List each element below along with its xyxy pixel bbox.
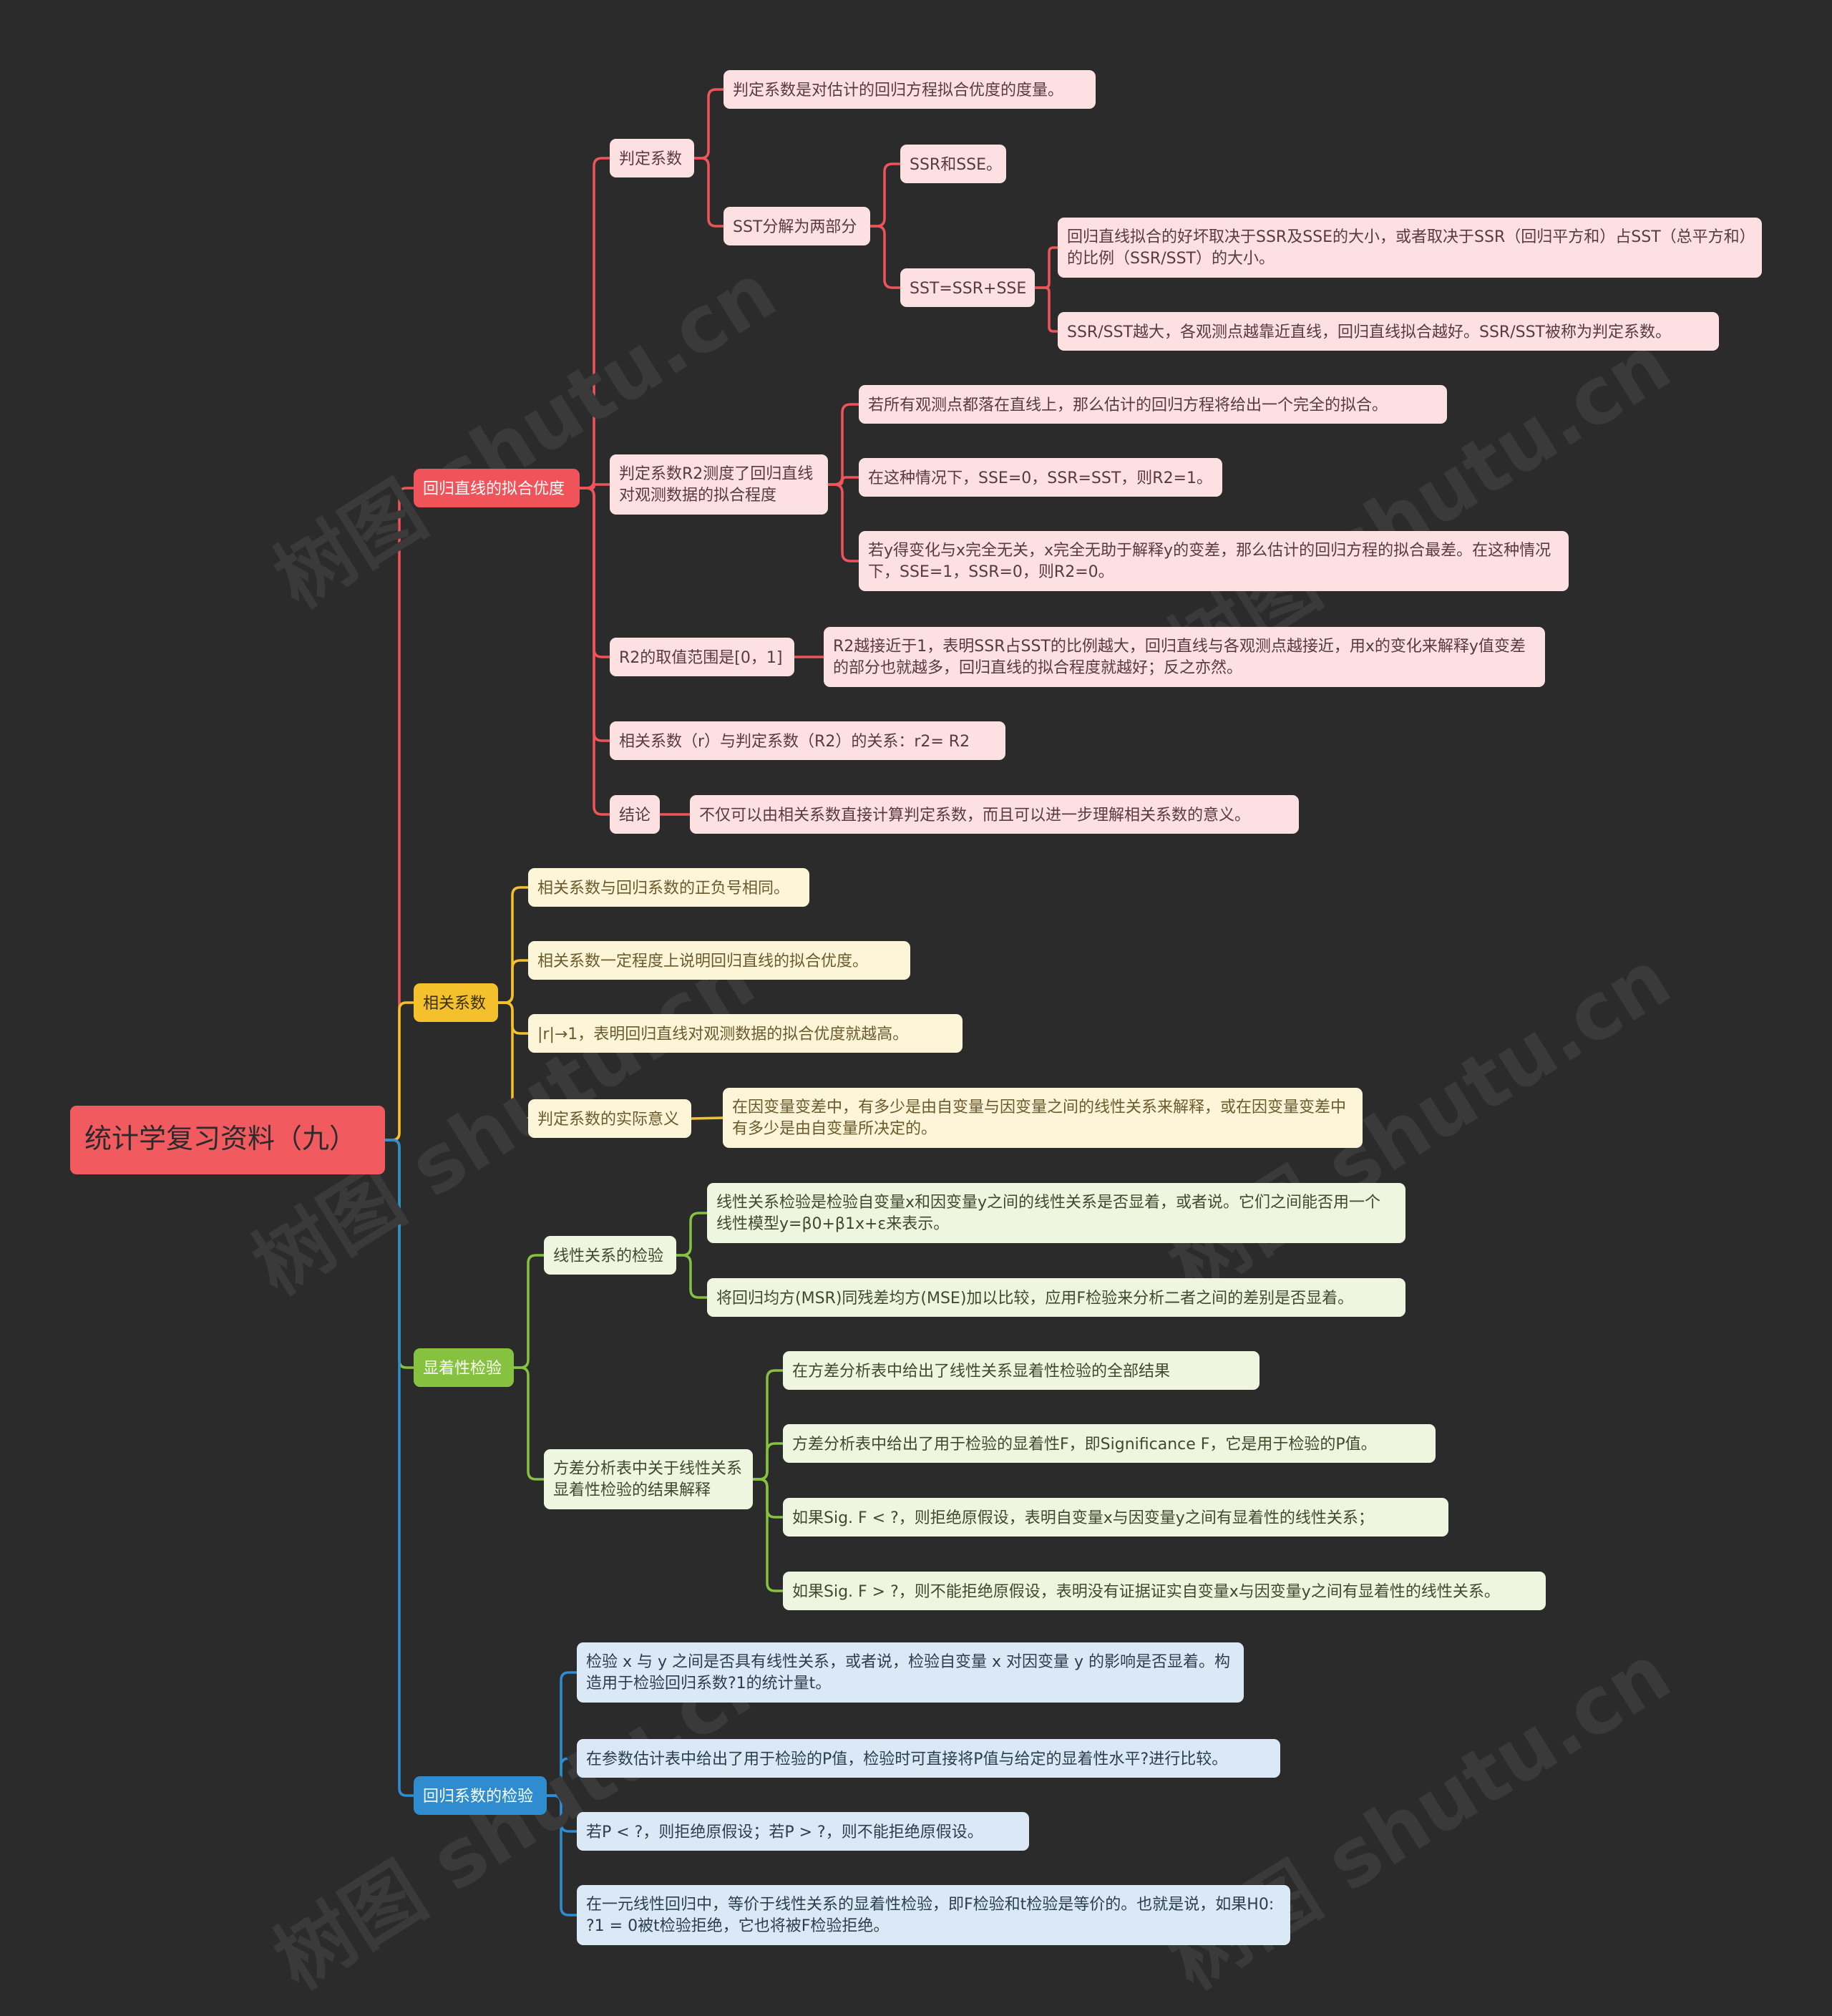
connector-line [547, 1794, 577, 1917]
connector-line [694, 88, 723, 160]
branch-topic-b2[interactable]: 相关系数 [414, 983, 498, 1022]
topic-b4d[interactable]: 在一元线性回归中，等价于线性关系的显着性检验，即F检验和t检验是等价的。也就是说… [577, 1885, 1290, 1945]
topic-b1c[interactable]: R2的取值范围是[0，1] [610, 638, 794, 676]
connector-line [676, 1254, 707, 1299]
topic-b1d[interactable]: 相关系数（r）与判定系数（R2）的关系：r2= R2 [610, 721, 1005, 760]
connector-line [870, 162, 900, 228]
connector-line [694, 157, 723, 228]
topic-b2a[interactable]: 相关系数与回归系数的正负号相同。 [528, 868, 809, 907]
connector-line [676, 1212, 707, 1257]
connector-line [580, 157, 610, 490]
connector-line [828, 403, 859, 486]
connector-line [753, 1478, 783, 1592]
connector-line [514, 1366, 544, 1481]
root-topic[interactable]: 统计学复习资料（九） [70, 1106, 385, 1174]
topic-b4b[interactable]: 在参数估计表中给出了用于检验的P值，检验时可直接将P值与给定的显着性水平?进行比… [577, 1739, 1280, 1778]
connector-line [580, 487, 610, 816]
connector-line [385, 1001, 414, 1141]
branch-topic-b4[interactable]: 回归系数的检验 [414, 1776, 547, 1815]
connector-line [498, 1001, 528, 1120]
topic-b1b1[interactable]: 若所有观测点都落在直线上，那么估计的回归方程将给出一个完全的拟合。 [859, 385, 1447, 424]
topic-b3b1[interactable]: 在方差分析表中给出了线性关系显着性检验的全部结果 [783, 1351, 1260, 1390]
topic-b1a2a[interactable]: SSR和SSE。 [900, 145, 1006, 183]
topic-b1a2b1[interactable]: 回归直线拟合的好坏取决于SSR及SSE的大小，或者取决于SSR（回归平方和）占S… [1058, 218, 1762, 278]
topic-b3a[interactable]: 线性关系的检验 [544, 1236, 676, 1275]
connector-line [514, 1254, 544, 1369]
connector-line [870, 225, 900, 289]
topic-b1e1[interactable]: 不仅可以由相关系数直接计算判定系数，而且可以进一步理解相关系数的意义。 [690, 795, 1299, 834]
topic-b3b4[interactable]: 如果Sig. F > ?，则不能拒绝原假设，表明没有证据证实自变量x与因变量y之… [783, 1572, 1546, 1610]
connector-line [828, 476, 859, 486]
connector-line [691, 1116, 723, 1120]
topic-b1a2b2[interactable]: SSR/SST越大，各观测点越靠近直线，回归直线拟合越好。SSR/SST被称为判… [1058, 312, 1719, 351]
topic-b3a2[interactable]: 将回归均方(MSR)同残差均方(MSE)加以比较，应用F检验来分析二者之间的差别… [707, 1278, 1405, 1317]
connector-line [498, 959, 528, 1004]
topic-b1a2[interactable]: SST分解为两部分 [723, 207, 870, 245]
topic-b3a1[interactable]: 线性关系检验是检验自变量x和因变量y之间的线性关系是否显着，或者说。它们之间能否… [707, 1183, 1405, 1243]
connector-line [1035, 286, 1058, 333]
topic-b2c[interactable]: |r|→1，表明回归直线对观测数据的拟合优度就越高。 [528, 1014, 963, 1053]
topic-b2d[interactable]: 判定系数的实际意义 [528, 1099, 691, 1138]
topic-b1c1[interactable]: R2越接近于1，表明SSR占SST的比例越大，回归直线与各观测点越接近，用x的变… [824, 627, 1545, 687]
topic-b1b3[interactable]: 若y得变化与x完全无关，x完全无助于解释y的变差，那么估计的回归方程的拟合最差。… [859, 531, 1569, 591]
topic-b3b3[interactable]: 如果Sig. F < ?，则拒绝原假设，表明自变量x与因变量y之间有显着性的线性… [783, 1498, 1448, 1537]
topic-b2b[interactable]: 相关系数一定程度上说明回归直线的拟合优度。 [528, 941, 910, 980]
topic-b1e[interactable]: 结论 [610, 795, 660, 834]
topic-b1a2b[interactable]: SST=SSR+SSE [900, 268, 1035, 307]
topic-b1b2[interactable]: 在这种情况下，SSE=0，SSR=SST，则R2=1。 [859, 458, 1222, 497]
connector-line [547, 1757, 577, 1797]
branch-topic-b3[interactable]: 显着性检验 [414, 1348, 514, 1387]
branch-topic-b1[interactable]: 回归直线的拟合优度 [414, 469, 580, 507]
topic-b3b2[interactable]: 方差分析表中给出了用于检验的显着性F，即Significance F，它是用于检… [783, 1424, 1436, 1463]
topic-b4a[interactable]: 检验 x 与 y 之间是否具有线性关系，或者说，检验自变量 x 对因变量 y 的… [577, 1642, 1244, 1703]
topic-b4c[interactable]: 若P < ?，则拒绝原假设；若P > ?，则不能拒绝原假设。 [577, 1812, 1029, 1851]
connector-line [385, 1139, 414, 1797]
topic-b1a[interactable]: 判定系数 [610, 139, 694, 177]
topic-b3b[interactable]: 方差分析表中关于线性关系显着性检验的结果解释 [544, 1449, 753, 1509]
topic-b2d1[interactable]: 在因变量变差中，有多少是由自变量与因变量之间的线性关系来解释，或在因变量变差中有… [723, 1088, 1363, 1148]
topic-b1a1[interactable]: 判定系数是对估计的回归方程拟合优度的度量。 [723, 70, 1096, 109]
connector-line [753, 1442, 783, 1481]
connector-line [828, 483, 859, 563]
connector-line [580, 483, 610, 490]
topic-b1b[interactable]: 判定系数R2测度了回归直线对观测数据的拟合程度 [610, 454, 828, 515]
connector-line [1035, 246, 1058, 289]
